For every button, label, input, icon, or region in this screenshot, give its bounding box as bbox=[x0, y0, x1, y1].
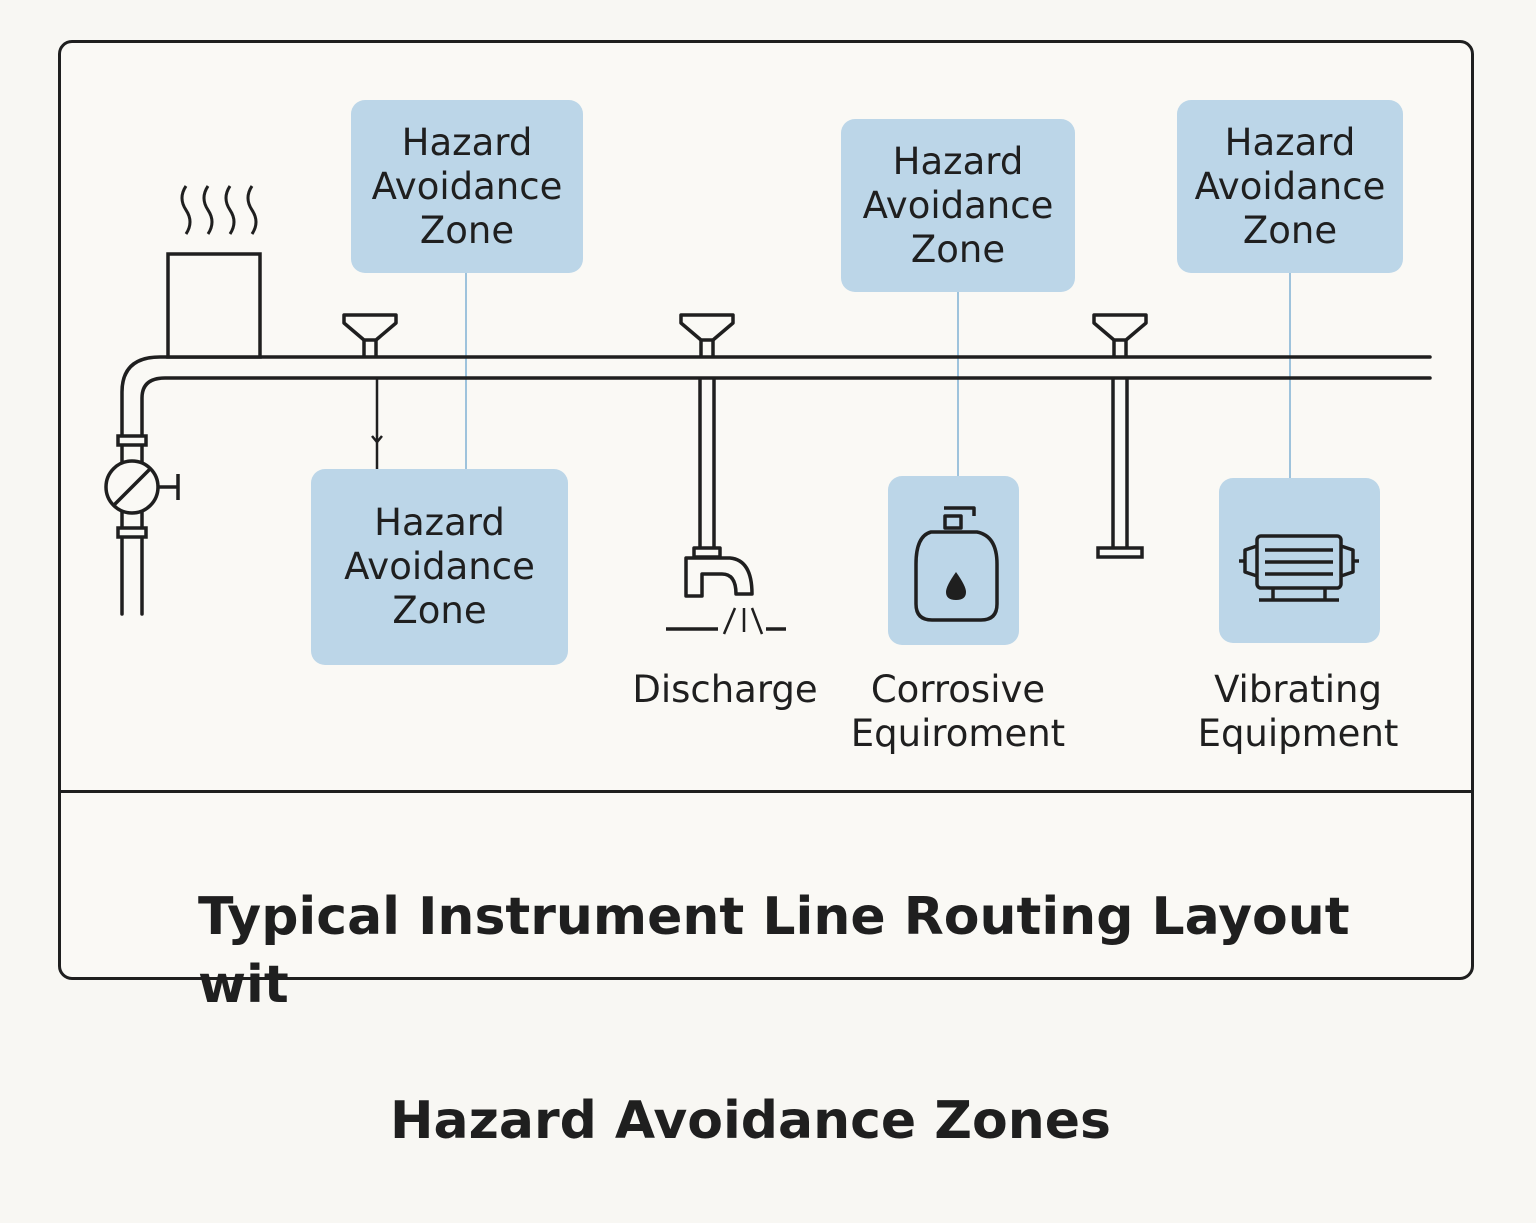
funnel-icon bbox=[342, 313, 398, 357]
discharge-label: Discharge bbox=[632, 668, 818, 711]
steam-vessel-icon bbox=[166, 185, 262, 359]
hazard-zone-top-3: Hazard Avoidance Zone bbox=[1177, 100, 1403, 273]
motor-icon bbox=[1239, 534, 1359, 602]
vibrating-icon-box bbox=[1219, 478, 1380, 643]
pipe-support bbox=[1096, 378, 1144, 559]
funnel-icon bbox=[679, 313, 735, 357]
corrosive-label: Corrosive Equiroment bbox=[850, 668, 1066, 755]
vibrating-label: Vibrating Equipment bbox=[1197, 668, 1399, 755]
title-line-2: Hazard Avoidance Zones bbox=[390, 1091, 1111, 1151]
main-pipe bbox=[120, 355, 1432, 616]
valve-icon bbox=[104, 434, 180, 539]
zone-connectors bbox=[465, 272, 1291, 478]
corrosive-icon-box bbox=[888, 476, 1019, 645]
drop-icon bbox=[914, 506, 999, 622]
diagram-title: Typical Instrument Line Routing Layout w… bbox=[120, 815, 1420, 1223]
title-divider bbox=[58, 790, 1474, 793]
faucet-icon bbox=[666, 378, 786, 635]
hazard-zone-top-2: Hazard Avoidance Zone bbox=[841, 119, 1075, 292]
hazard-zone-top-1: Hazard Avoidance Zone bbox=[351, 100, 583, 273]
routing-diagram bbox=[104, 185, 1432, 635]
title-line-1: Typical Instrument Line Routing Layout w… bbox=[198, 887, 1350, 1015]
hazard-zone-bottom-1: Hazard Avoidance Zone bbox=[311, 469, 568, 665]
funnel-icon bbox=[1092, 313, 1148, 357]
